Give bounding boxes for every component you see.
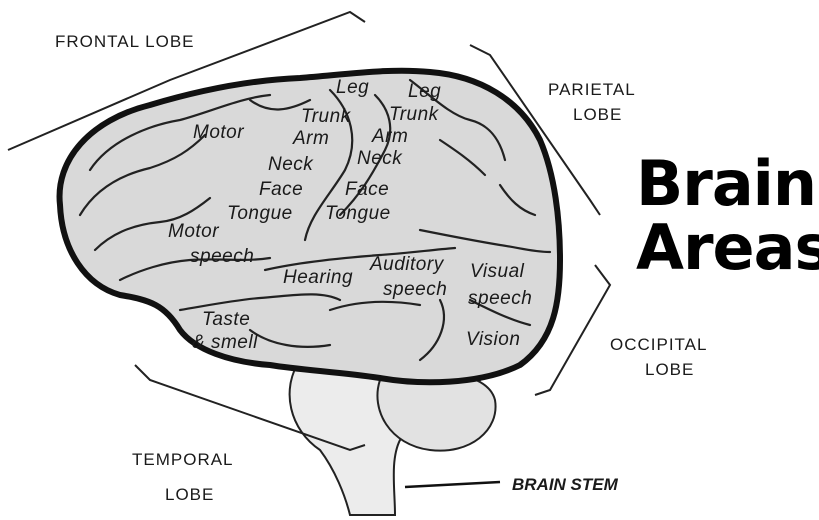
parietal-lobe-label-line2: LOBE xyxy=(573,105,622,124)
motor-face-label: Face xyxy=(259,179,303,200)
hearing-label: Hearing xyxy=(283,267,353,288)
occipital-lobe-label-line1: OCCIPITAL xyxy=(610,335,707,354)
brain-stem-pointer xyxy=(405,482,500,487)
diagram-title: Brain Areas xyxy=(636,152,816,280)
motor-tongue-label: Tongue xyxy=(227,203,293,224)
auditory-speech-label-line1: Auditory xyxy=(369,254,445,275)
motor-trunk-label: Trunk xyxy=(301,106,352,127)
auditory-speech-label-line2: speech xyxy=(383,279,447,300)
motor-speech-label-line1: Motor xyxy=(168,221,219,242)
frontal-lobe-label: FRONTAL LOBE xyxy=(55,32,195,51)
visual-speech-label-line2: speech xyxy=(468,288,532,309)
title-line-1: Brain xyxy=(636,152,816,216)
motor-label: Motor xyxy=(193,122,244,143)
parietal-lobe-label-line1: PARIETAL xyxy=(548,80,636,99)
sensory-arm-label: Arm xyxy=(371,126,408,147)
motor-arm-label: Arm xyxy=(292,128,329,149)
taste-smell-label-line1: Taste xyxy=(202,309,250,330)
visual-speech-label-line1: Visual xyxy=(470,261,525,282)
title-line-2: Areas xyxy=(636,216,816,280)
sensory-neck-label: Neck xyxy=(357,148,403,169)
occipital-lobe-label-line2: LOBE xyxy=(645,360,694,379)
brain-stem-label: BRAIN STEM xyxy=(512,475,619,494)
vision-label: Vision xyxy=(466,329,520,350)
sensory-face-label: Face xyxy=(345,179,389,200)
temporal-lobe-label-line1: TEMPORAL xyxy=(132,450,234,469)
motor-neck-label: Neck xyxy=(268,154,314,175)
sensory-leg-label: Leg xyxy=(408,81,441,102)
motor-leg-label: Leg xyxy=(336,77,369,98)
sensory-trunk-label: Trunk xyxy=(389,104,440,125)
motor-speech-label-line2: speech xyxy=(190,246,254,267)
taste-smell-label-line2: & smell xyxy=(192,332,258,353)
sensory-tongue-label: Tongue xyxy=(325,203,391,224)
temporal-lobe-label-line2: LOBE xyxy=(165,485,214,504)
